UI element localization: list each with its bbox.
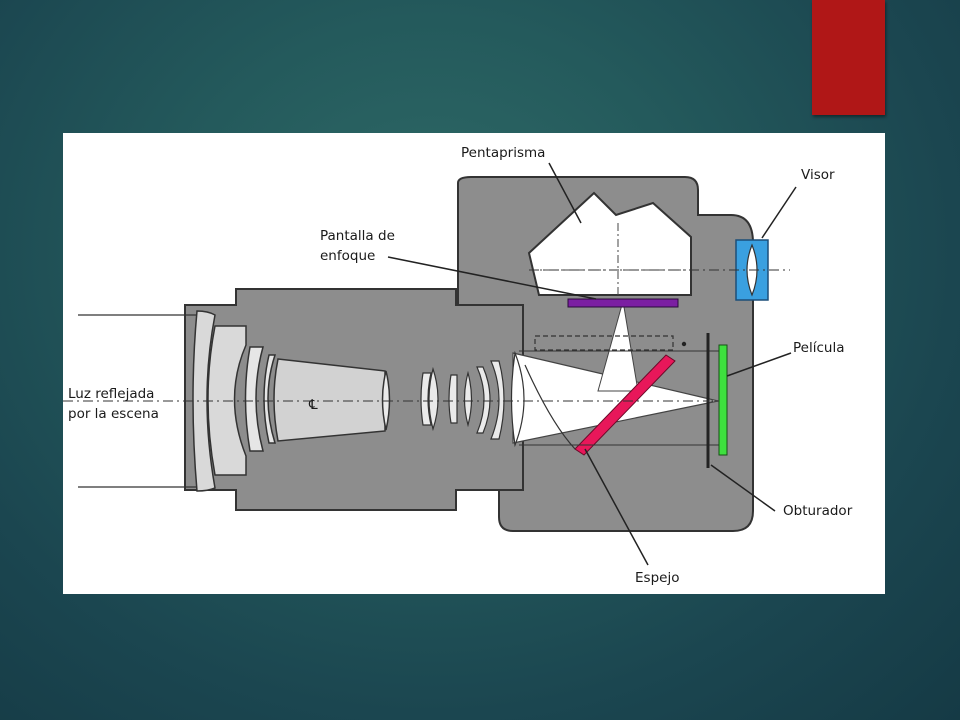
lens-element: [476, 366, 491, 434]
accent-bar: [812, 0, 885, 115]
axis-symbol: ℄: [308, 397, 318, 413]
focusing-screen: [567, 298, 679, 308]
lens-element: [244, 346, 264, 452]
label-pantalla-line1: Pantalla de: [320, 228, 395, 244]
label-pentaprisma: Pentaprisma: [461, 145, 545, 161]
reflex-mirror: [574, 354, 676, 456]
label-visor: Visor: [801, 167, 835, 183]
lens-element: [428, 366, 439, 432]
rear-lens: [510, 350, 525, 448]
label-luz-line2: por la escena: [68, 406, 159, 422]
lens-element: [263, 354, 277, 444]
label-pantalla-line2: enfoque: [320, 248, 375, 264]
label-pelicula: Película: [793, 340, 844, 356]
lens-element: [448, 374, 458, 424]
film: [718, 344, 728, 456]
lens-element: [420, 372, 432, 426]
lens-cone: [273, 358, 386, 442]
label-espejo: Espejo: [635, 570, 679, 586]
lens-element: [463, 370, 473, 428]
lens-element: [490, 360, 505, 440]
label-obturador: Obturador: [783, 503, 853, 519]
camera-diagram: ℄ Pentaprisma Visor Pantalla de enfoque …: [63, 145, 853, 586]
label-luz-line1: Luz reflejada: [68, 386, 154, 402]
diagram-panel: ℄ Pentaprisma Visor Pantalla de enfoque …: [63, 133, 885, 594]
